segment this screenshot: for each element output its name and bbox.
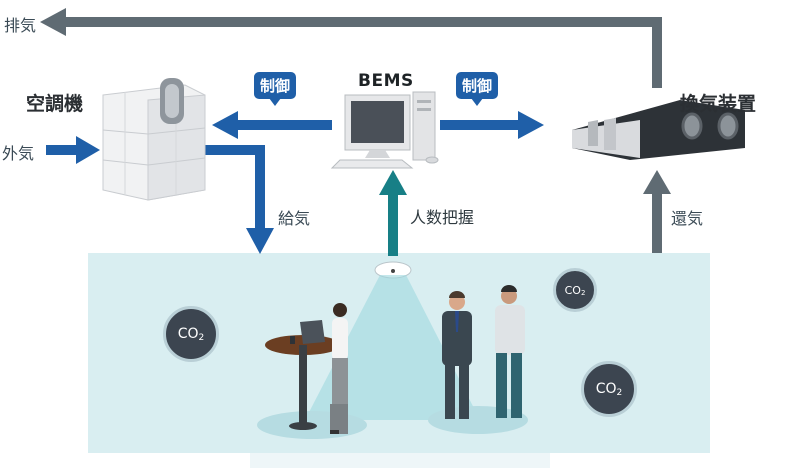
bems-label: BEMS	[358, 71, 414, 91]
control-left-arrow-head	[212, 111, 238, 139]
supply-air-arrow-head	[246, 228, 274, 254]
air-conditioner-unit	[102, 78, 206, 201]
co2-text: CO	[564, 283, 581, 297]
control-left-badge: 制御	[254, 72, 297, 106]
occupancy-arrow-head	[379, 170, 407, 195]
supply-air-label: 給気	[278, 209, 311, 228]
exhaust-arrow-line	[60, 17, 662, 88]
return-air-label: 還気	[671, 209, 704, 228]
person-man-suit	[442, 291, 472, 419]
control-right-badge: 制御	[456, 72, 499, 106]
air-conditioner-label: 空調機	[26, 93, 84, 115]
co2-subscript: 2	[580, 289, 586, 297]
standing-table	[265, 320, 341, 430]
ventilator-label: 換気装置	[680, 93, 757, 115]
occupancy-sensing-label: 人数把握	[410, 208, 475, 227]
co2-text: CO	[177, 326, 199, 342]
control-right-arrow-head	[518, 111, 544, 139]
outside-air-label: 外気	[2, 144, 35, 163]
return-air-arrow-head	[643, 170, 671, 194]
co2-subscript: 2	[616, 387, 623, 398]
bems-computer	[330, 91, 439, 169]
supply-air-arrow-line	[205, 145, 265, 232]
exhaust-label: 排気	[4, 16, 37, 35]
outside-air-arrow-head	[76, 136, 100, 164]
exhaust-arrow-head	[40, 8, 66, 36]
ventilator-unit	[572, 100, 745, 160]
co2-text: CO	[595, 381, 617, 397]
person-woman	[330, 303, 348, 434]
co2-subscript: 2	[198, 332, 205, 343]
person-man-casual	[495, 285, 525, 418]
room-floor-fade	[250, 453, 550, 468]
sensor-cone	[305, 275, 480, 420]
